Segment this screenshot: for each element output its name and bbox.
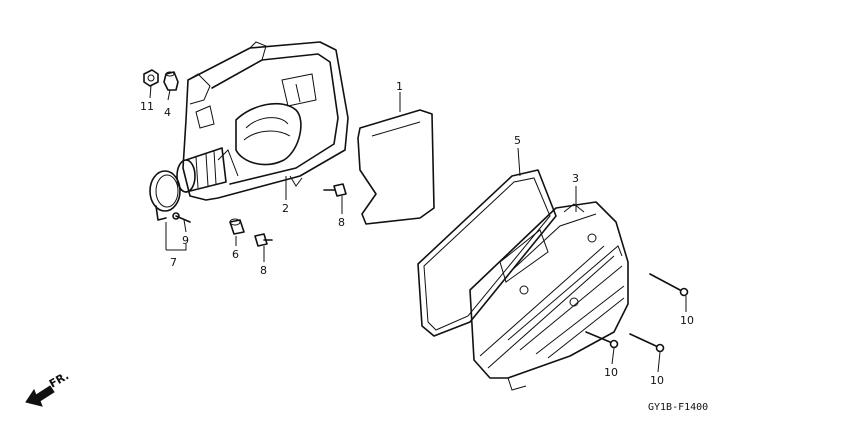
nut-11 — [143, 69, 159, 87]
label-part-3: 3 — [572, 172, 579, 185]
label-part-2: 2 — [282, 202, 289, 215]
label-part-4: 4 — [164, 106, 171, 119]
screw-10-bottom-right — [629, 333, 665, 353]
screw-9 — [172, 212, 191, 223]
label-part-9: 9 — [182, 234, 189, 247]
screw-10-bottom-left — [585, 331, 619, 349]
label-part-5: 5 — [514, 134, 521, 147]
label-part-6: 6 — [232, 248, 239, 261]
leader-lines — [149, 85, 687, 373]
cover-seal — [417, 169, 557, 337]
label-part-10-bottom-left: 10 — [604, 366, 618, 379]
label-part-1: 1 — [396, 80, 403, 93]
front-direction-indicator: FR. — [25, 369, 71, 407]
front-label: FR. — [47, 369, 71, 390]
air-element — [357, 109, 435, 225]
label-part-10-right: 10 — [680, 314, 694, 327]
air-cleaner-case — [176, 41, 349, 201]
collar-6 — [229, 218, 245, 235]
label-part-11: 11 — [140, 100, 154, 113]
air-cleaner-cover — [469, 201, 629, 391]
part-labels: 1 2 3 4 5 6 7 8 8 9 10 10 10 11 — [140, 80, 694, 387]
label-part-8-upper: 8 — [338, 216, 345, 229]
clamp-band — [149, 170, 181, 221]
label-part-8-lower: 8 — [260, 264, 267, 277]
front-arrow-icon — [25, 385, 55, 407]
figure-code: GY1B-F1400 — [648, 402, 708, 413]
label-part-10-bottom-right: 10 — [650, 374, 664, 387]
label-part-7: 7 — [170, 256, 177, 269]
bolt-8-lower — [254, 233, 273, 247]
bolt-8-upper — [323, 183, 347, 197]
grommet-4 — [163, 71, 179, 91]
screw-10-right — [649, 273, 689, 297]
